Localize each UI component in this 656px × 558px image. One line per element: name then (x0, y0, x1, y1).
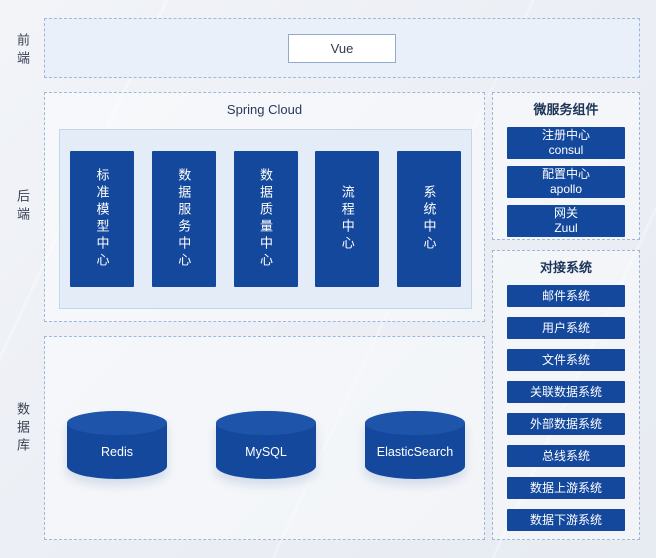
microservice-name: 网关 (553, 206, 578, 220)
center-node-standard-model: 标准模型中心 (70, 151, 134, 287)
integration-node-mail: 邮件系统 (507, 285, 625, 307)
database-node-label: Redis (101, 445, 133, 459)
spring-cloud-container: 标准模型中心 数据服务中心 数据质量中心 流程中心 系统中心 (59, 129, 472, 309)
frontend-layer-panel: Vue (44, 18, 640, 78)
database-node-label: MySQL (245, 445, 287, 459)
cylinder-top-ellipse (216, 411, 316, 435)
center-node-data-service: 数据服务中心 (151, 151, 216, 287)
database-node-label: ElasticSearch (376, 445, 454, 459)
vue-node: Vue (288, 33, 396, 63)
cylinder-top-ellipse (365, 411, 465, 435)
integration-node-related-data: 关联数据系统 (507, 381, 625, 403)
microservice-tech: apollo (549, 182, 583, 196)
microservices-title: 微服务组件 (533, 102, 599, 117)
backend-layer-panel: Spring Cloud 标准模型中心 数据服务中心 数据质量中心 流程中心 系… (44, 92, 485, 322)
microservice-node-config: 配置中心 apollo (507, 166, 625, 198)
microservice-node-registry: 注册中心 consul (507, 127, 625, 159)
microservice-tech: Zuul (554, 221, 578, 235)
layer-label-backend: 后端 (15, 189, 30, 225)
center-node-data-quality: 数据质量中心 (233, 151, 298, 287)
cylinder-top-ellipse (67, 411, 167, 435)
database-node-mysql: MySQL (216, 411, 316, 479)
layer-label-frontend: 前端 (15, 33, 30, 69)
microservices-panel: 微服务组件 注册中心 consul 配置中心 apollo 网关 Zuul (492, 92, 640, 240)
database-node-redis: Redis (67, 411, 167, 479)
integration-node-external-data: 外部数据系统 (507, 413, 625, 435)
integration-node-bus: 总线系统 (507, 445, 625, 467)
microservice-tech: consul (548, 143, 584, 157)
integration-node-file: 文件系统 (507, 349, 625, 371)
database-node-elasticsearch: ElasticSearch (365, 411, 465, 479)
microservice-name: 配置中心 (541, 167, 590, 181)
layer-label-database: 数据库 (15, 402, 30, 456)
integration-node-upstream-data: 数据上游系统 (507, 477, 625, 499)
database-layer-panel: Redis MySQL ElasticSearch (44, 336, 485, 540)
spring-cloud-title: Spring Cloud (226, 102, 303, 117)
microservice-node-gateway: 网关 Zuul (507, 205, 625, 237)
integrations-title: 对接系统 (539, 260, 592, 275)
integrations-panel: 对接系统 邮件系统 用户系统 文件系统 关联数据系统 外部数据系统 总线系统 数… (492, 250, 640, 540)
microservice-name: 注册中心 (541, 128, 590, 142)
integration-node-user: 用户系统 (507, 317, 625, 339)
center-node-system: 系统中心 (397, 151, 461, 287)
center-node-workflow: 流程中心 (315, 151, 380, 287)
integration-node-downstream-data: 数据下游系统 (507, 509, 625, 531)
